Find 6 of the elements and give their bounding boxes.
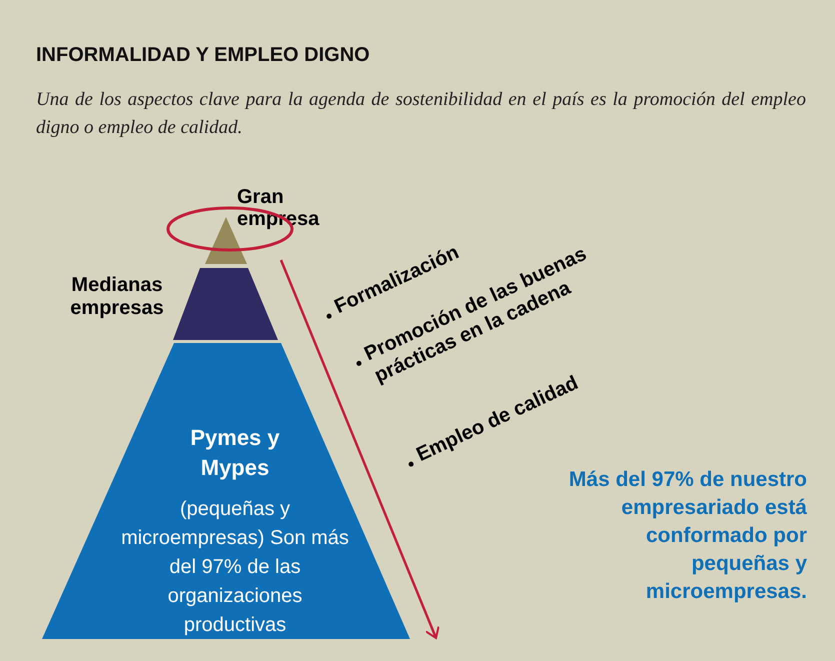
tier-description: (pequeñas y microempresas) Son más del 97% de las organizaciones productivas bbox=[120, 497, 350, 638]
tier-label: Medianas empresas bbox=[69, 274, 165, 320]
tier-heading: Pymes y Mypes bbox=[189, 424, 281, 482]
title: INFORMALIDAD Y EMPLEO DIGNO bbox=[36, 43, 370, 68]
intro-paragraph: Una de los aspectos clave para la agenda de sostenibilidad en el país es la promoción del empleo digno o empleo de calidad. bbox=[36, 88, 806, 140]
highlight-note: Más del 97% de nuestro empresariado está conformado por pequeñas y microempresas. bbox=[568, 467, 807, 605]
